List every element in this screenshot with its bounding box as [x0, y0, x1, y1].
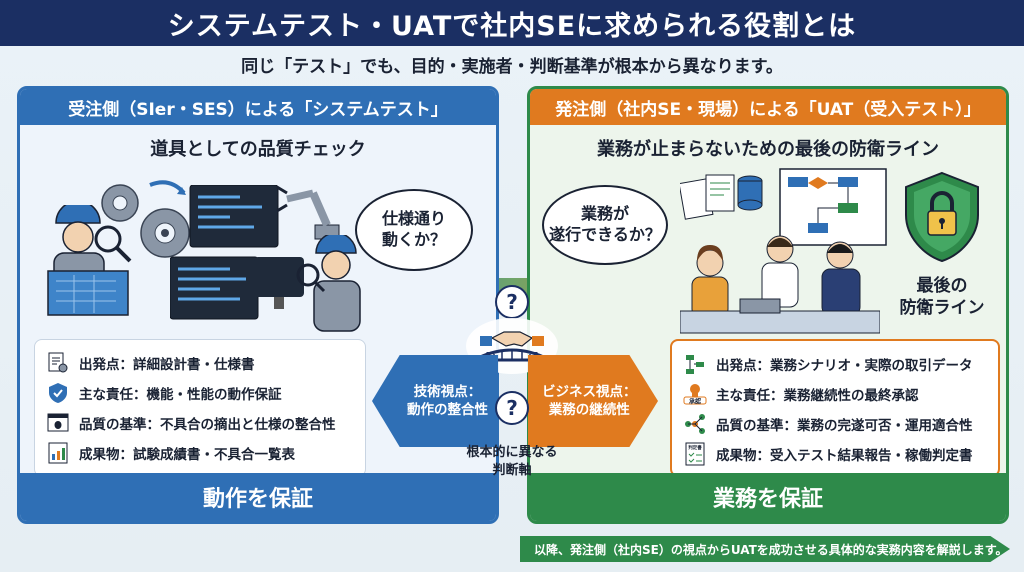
flowchart-board-icon: [779, 168, 887, 246]
question-mark-circle: ?: [495, 285, 529, 319]
bubble-line-2: 動くか？: [381, 230, 446, 249]
checklist-icon: 判定書: [682, 442, 708, 466]
page-title: システムテスト・UATで社内SEに求められる役割とは: [0, 0, 1024, 46]
info-text: 出発点：詳細設計書・仕様書: [79, 357, 255, 373]
system-test-header: 受注側（SIer・SES）による「システムテスト」: [20, 89, 496, 125]
system-test-panel: 受注側（SIer・SES）による「システムテスト」 道具としての品質チェック: [17, 86, 499, 524]
system-test-infobox: 出発点：詳細設計書・仕様書 主な責任：機能・性能の動作保証 品質の基準：不具合の…: [34, 339, 366, 477]
meeting-people-icon: [680, 235, 880, 334]
uat-footer: 業務を保証: [530, 473, 1006, 521]
bug-window-icon: [45, 411, 71, 435]
system-test-illustration: 仕様通り動くか？: [20, 165, 496, 335]
business-viewpoint-arrow: ビジネス視点： 業務の継続性: [528, 355, 658, 447]
shield-line-2: 防衛ライン: [899, 298, 985, 319]
uat-panel: 発注側（社内SE・現場）による「UAT（受入テスト）」 業務が止まらないための最…: [527, 86, 1009, 524]
document-gear-icon: [45, 351, 71, 375]
info-text: 成果物：試験成績書・不具合一覧表: [79, 447, 295, 463]
uat-header: 発注側（社内SE・現場）による「UAT（受入テスト）」: [530, 89, 1006, 125]
info-text: 品質の基準：不具合の摘出と仕様の整合性: [79, 417, 336, 433]
list-item: 承認 主な責任：業務継続性の最終承認: [682, 379, 988, 409]
info-text: 品質の基準：業務の完遂可否・運用適合性: [716, 418, 973, 434]
question-mark-text: ?: [506, 396, 518, 420]
approval-stamp-text: 承認: [689, 398, 701, 406]
uat-infobox: 出発点：業務シナリオ・実際の取引データ 承認 主な責任：業務継続性の最終承認 品…: [670, 339, 1000, 477]
code-screens-icon: [170, 185, 279, 320]
last-defense-label: 最後の 防衛ライン: [890, 275, 994, 319]
bubble-line-1: 仕様通り: [381, 209, 446, 229]
list-item: 判定書 成果物：受入テスト結果報告・稼働判定書: [682, 439, 988, 469]
info-text: 主な責任：機能・性能の動作保証: [79, 387, 282, 403]
question-mark-text: ?: [506, 290, 518, 314]
page-subtitle: 同じ「テスト」でも、目的・実施者・判断基準が根本から異なります。: [241, 57, 783, 77]
system-test-subheading: 道具としての品質チェック: [150, 139, 366, 160]
report-chart-icon: [45, 441, 71, 465]
system-test-question-bubble: 仕様通り動くか？: [355, 189, 473, 271]
uat-illustration: 業務が遂行できるか？: [530, 165, 1006, 335]
flowchart-icon: [682, 352, 708, 376]
next-section-note: 以降、発注側（社内SE）の視点からUATを成功させる具体的な実務内容を解説します…: [520, 536, 1010, 562]
info-text: 主な責任：業務継続性の最終承認: [716, 388, 919, 404]
shield-lock-icon: [905, 171, 979, 263]
documents-database-icon: [680, 174, 763, 220]
biz-line-2: 業務の継続性: [548, 402, 630, 418]
worker-blueprint-icon: [47, 205, 132, 316]
uat-subheading: 業務が止まらないための最後の防衛ライン: [597, 139, 939, 160]
bubble-line-2: 遂行できるか？: [549, 225, 661, 244]
axis-line-2: 判断軸: [492, 462, 532, 478]
center-question-icon: ?: [495, 391, 529, 425]
tech-line-1: 技術視点：: [413, 383, 482, 400]
list-item: 品質の基準：不具合の摘出と仕様の整合性: [45, 408, 355, 438]
bubble-line-1: 業務が: [580, 204, 629, 224]
shield-line-1: 最後の: [916, 276, 968, 296]
system-test-footer: 動作を保証: [20, 473, 496, 521]
biz-line-1: ビジネス視点：: [542, 383, 637, 400]
info-text: 成果物：受入テスト結果報告・稼働判定書: [716, 448, 973, 464]
process-nodes-icon: [682, 412, 708, 436]
list-item: 品質の基準：業務の完遂可否・運用適合性: [682, 409, 988, 439]
judgement-doc-text: 判定書: [688, 444, 702, 451]
robot-arm-icon: [276, 185, 340, 240]
approval-stamp-icon: 承認: [682, 382, 708, 406]
list-item: 成果物：試験成績書・不具合一覧表: [45, 438, 355, 468]
tech-line-2: 動作の整合性: [407, 402, 488, 418]
axis-line-1: 根本的に異なる: [466, 445, 558, 460]
list-item: 主な責任：機能・性能の動作保証: [45, 378, 355, 408]
gears-icon: [101, 180, 190, 258]
list-item: 出発点：業務シナリオ・実際の取引データ: [682, 349, 988, 379]
tech-viewpoint-arrow: 技術視点： 動作の整合性: [372, 355, 498, 447]
inspector-worker-icon: [254, 235, 361, 332]
shield-check-icon: [45, 381, 71, 405]
list-item: 出発点：詳細設計書・仕様書: [45, 348, 355, 378]
judgement-axis-label: 根本的に異なる 判断軸: [452, 444, 572, 479]
info-text: 出発点：業務シナリオ・実際の取引データ: [716, 358, 973, 374]
uat-question-bubble: 業務が遂行できるか？: [542, 185, 668, 265]
